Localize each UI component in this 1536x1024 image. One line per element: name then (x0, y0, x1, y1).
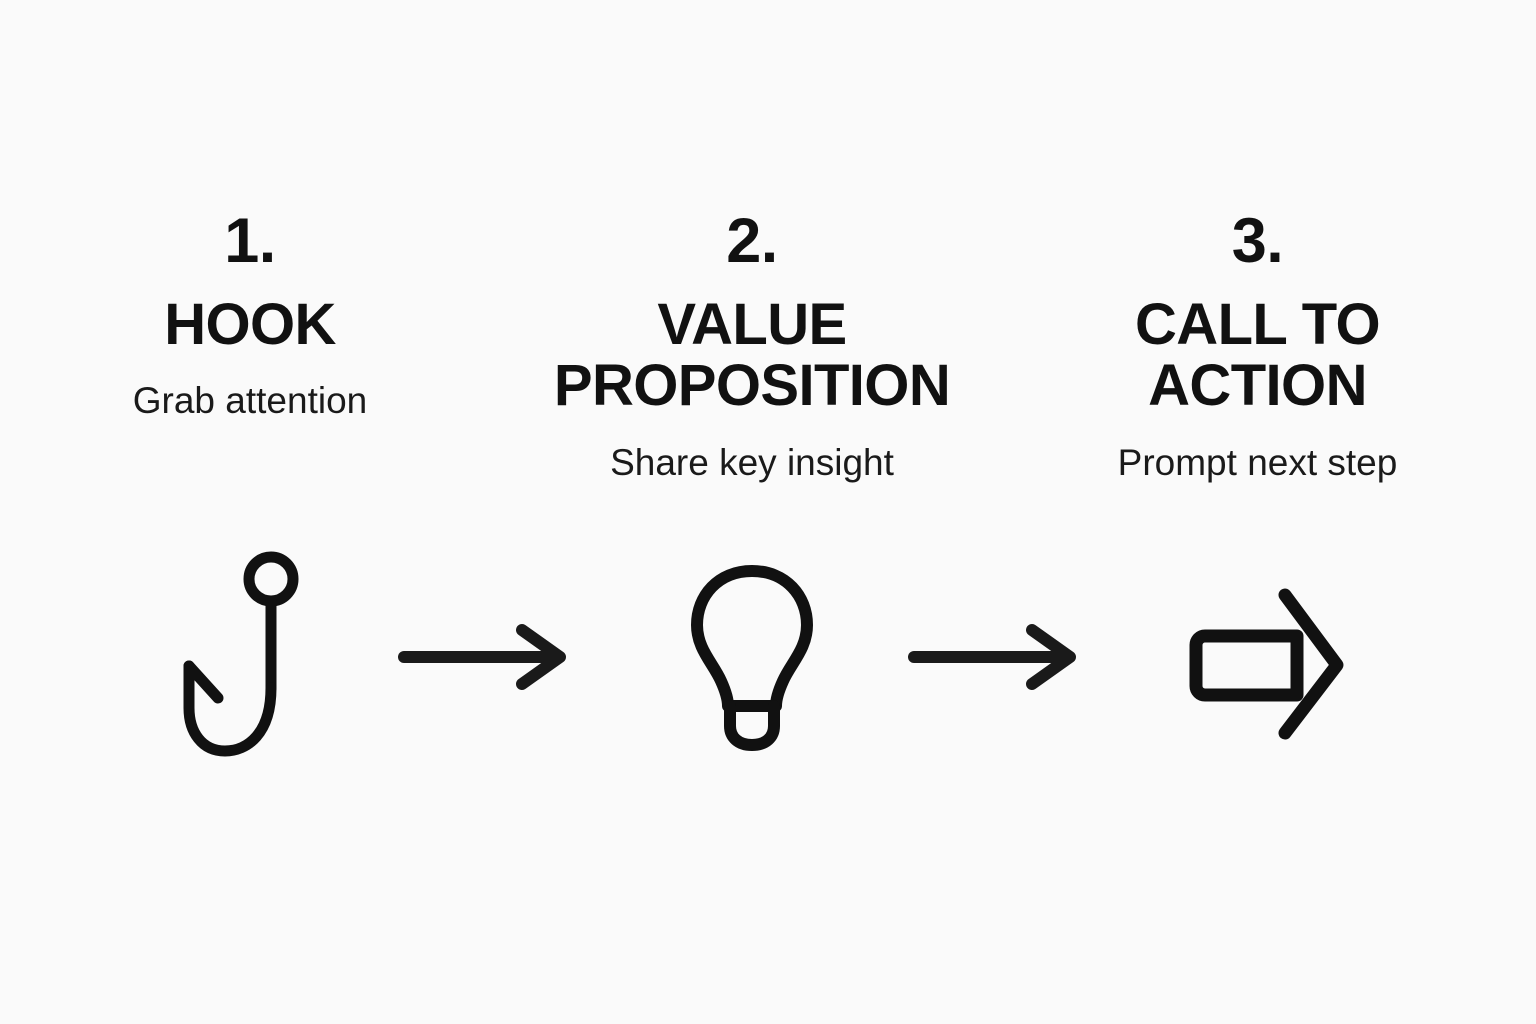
step-column-3: 3. CALL TO ACTION Prompt next step (1035, 206, 1480, 483)
step-column-2: 2. VALUE PROPOSITION Share key insight (512, 206, 992, 483)
arrow-right-icon (907, 624, 1076, 690)
block-arrow-right-glyph (1189, 588, 1344, 739)
connector-arrow-2 (900, 612, 1100, 702)
block-arrow-right-icon (1175, 580, 1360, 745)
step-2-title: VALUE PROPOSITION (553, 291, 951, 419)
lightbulb-icon (672, 560, 832, 755)
lightbulb-glyph (691, 564, 813, 751)
step-3-number: 3. (1231, 206, 1284, 276)
step-3-title: CALL TO ACTION (1135, 291, 1381, 419)
fish-hook-glyph (183, 551, 299, 757)
step-1-subtitle: Grab attention (132, 380, 368, 422)
step-2-number: 2. (726, 206, 778, 276)
step-3-subtitle: Prompt next step (1117, 441, 1398, 483)
fish-hook-icon (160, 548, 340, 763)
arrow-right-icon (397, 624, 566, 690)
step-column-1: 1. HOOK Grab attention (35, 206, 465, 422)
step-1-title: HOOK (164, 291, 336, 357)
step-1-number: 1. (224, 206, 276, 276)
step-2-subtitle: Share key insight (610, 441, 894, 483)
connector-arrow-1 (390, 612, 590, 702)
